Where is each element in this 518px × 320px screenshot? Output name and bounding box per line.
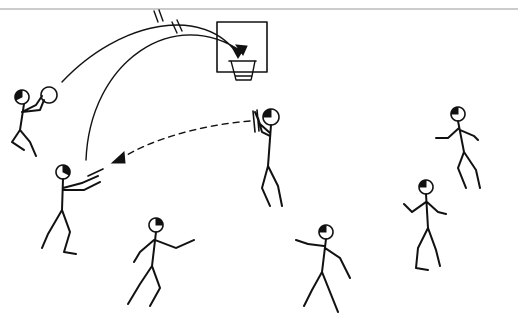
player-shooter-left bbox=[12, 90, 44, 156]
shot-path-short bbox=[86, 20, 247, 160]
pass-path-dashed bbox=[112, 121, 250, 163]
hoop-net bbox=[231, 61, 255, 80]
player-passer-center bbox=[253, 109, 282, 206]
player-bottom-left bbox=[128, 218, 194, 306]
pass-arrowhead bbox=[112, 152, 125, 163]
player-right-middle bbox=[404, 180, 446, 270]
shot-path-long bbox=[62, 10, 243, 82]
player-top-right bbox=[436, 107, 480, 188]
player-bottom-center bbox=[296, 225, 350, 312]
player-receiver-left bbox=[42, 165, 103, 254]
